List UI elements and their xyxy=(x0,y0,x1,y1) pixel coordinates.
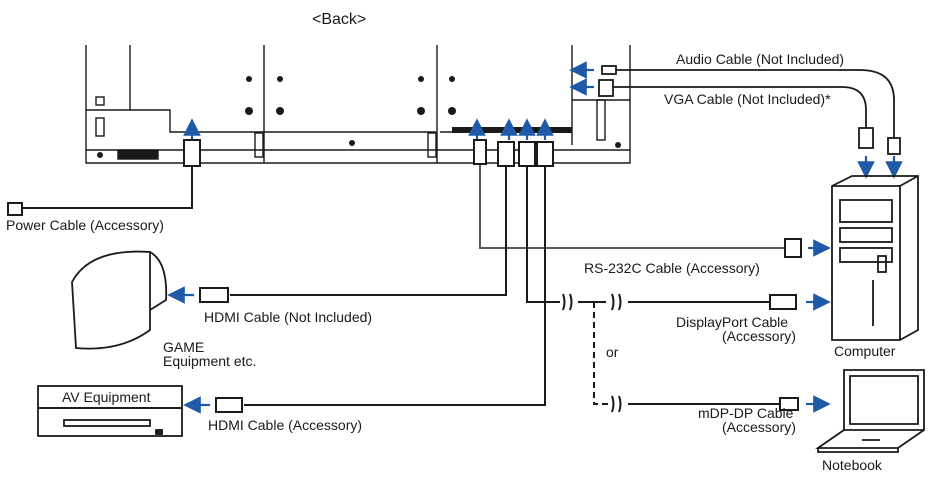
pc-input-arrows xyxy=(857,156,903,179)
power-cable-label: Power Cable (Accessory) xyxy=(6,217,164,233)
port-arrows xyxy=(183,61,594,140)
hdmi-av-cable xyxy=(215,141,554,413)
vga-cable-label: VGA Cable (Not Included)* xyxy=(664,91,831,107)
av-equipment-label: AV Equipment xyxy=(62,389,151,405)
displayport-cable xyxy=(518,141,797,311)
rs232c-cable xyxy=(473,139,802,258)
displayport-label-line1: DisplayPort Cable xyxy=(676,314,788,330)
hdmi-game-cable xyxy=(199,141,515,303)
or-label: or xyxy=(606,344,619,360)
hdmi-av-label: HDMI Cable (Accessory) xyxy=(208,417,362,433)
rs232c-cable-label: RS-232C Cable (Accessory) xyxy=(584,260,760,276)
computer-icon xyxy=(831,175,919,341)
panel-screws xyxy=(97,76,621,158)
vga-cable xyxy=(598,79,874,149)
displayport-label-line2: (Accessory) xyxy=(722,328,796,344)
game-equipment-icon xyxy=(71,250,168,350)
audio-cable xyxy=(601,65,901,155)
computer-label: Computer xyxy=(834,343,896,359)
mdp-label-line1: mDP-DP Cable xyxy=(698,405,794,421)
game-label-line2: Equipment etc. xyxy=(163,353,256,369)
power-cable xyxy=(7,139,201,216)
mdp-label-line2: (Accessory) xyxy=(722,419,796,435)
back-title: <Back> xyxy=(312,11,366,28)
notebook-icon xyxy=(815,369,925,453)
game-label-line1: GAME xyxy=(163,339,204,355)
mdp-branch-dashed xyxy=(593,302,612,405)
audio-cable-label: Audio Cable (Not Included) xyxy=(676,51,844,67)
av-equipment-icon xyxy=(37,385,183,437)
mdp-cable xyxy=(611,395,799,413)
hdmi-game-label: HDMI Cable (Not Included) xyxy=(204,309,372,325)
notebook-label: Notebook xyxy=(822,457,883,473)
